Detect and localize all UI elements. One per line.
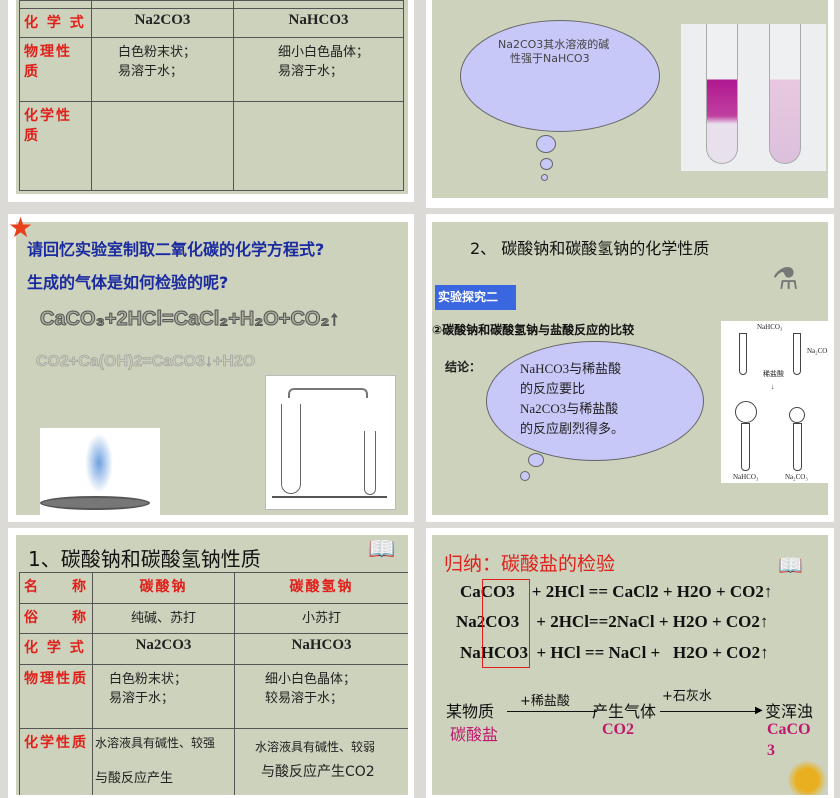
flow-label-2: CO2 [602, 721, 634, 738]
equation-na2co3: Na2CO3 + 2HCl==2NaCl + H2O + CO2↑ [456, 612, 769, 631]
flow-step-1: 某物质 [446, 702, 495, 721]
thought-bubble [536, 135, 556, 153]
conclusion-cloud [486, 341, 704, 461]
equation-caco3: CaCO₃+2HCl=CaCl₂+H₂O+CO₂↑ [39, 308, 340, 331]
row-label: 化学性质 [19, 728, 93, 795]
cell-line: 易溶于水； [118, 64, 184, 79]
flowers-decoration [787, 760, 827, 795]
conclusion-label: 结论： [445, 360, 482, 374]
row-label: 物理性质 [19, 664, 93, 729]
row-label: 俗 称 [19, 603, 93, 634]
test-tubes-photo [681, 24, 826, 171]
book-icon: 📖 [368, 537, 396, 562]
cell-line: 白色粉末状； [118, 45, 197, 60]
flow-arrow-1-label: +稀盐酸 [520, 694, 570, 709]
row-label: 化 学 式 [19, 8, 92, 38]
book-icon: 📖 [778, 553, 803, 577]
header-cell: 名 称 [19, 572, 93, 604]
flow-step-2: 产生气体 [592, 702, 657, 721]
experiment-subtitle: ②碳酸钠和碳酸氢钠与盐酸反应的比较 [432, 323, 635, 337]
slide-4[interactable]: 2、 碳酸钠和碳酸氢钠的化学性质 实验探究二 ②碳酸钠和碳酸氢钠与盐酸反应的比较… [426, 214, 834, 522]
cell: NaHCO3 [234, 633, 408, 665]
fountain-image [40, 428, 160, 515]
lab-equipment-icon: ⚗ [772, 262, 799, 297]
cell: Na2CO3 [91, 8, 234, 38]
flow-arrow-2 [660, 711, 760, 712]
cell: 小苏打 [234, 603, 408, 634]
cloud-text: Na2CO3其水溶液的碱性强于NaHCO3 [498, 38, 610, 65]
carbonate-highlight-box [482, 579, 530, 668]
thought-bubble [540, 158, 553, 170]
reaction-diagram: NaHCO₃ Na₂CO₃ 稀盐酸 ↓ NaHCO₃ Na₂CO₃ [721, 321, 828, 483]
slide-3[interactable]: 请回忆实验室制取二氧化碳的化学方程式? 生成的气体是如何检验的呢? CaCO₃+… [8, 214, 414, 522]
equation-nahco3: NaHCO3 + HCl == NaCl + H2O + CO2↑ [460, 643, 769, 662]
equation-limewater: CO2+Ca(OH)2=CaCO3↓+H2O [36, 353, 256, 371]
flow-arrow-2-label: +石灰水 [662, 689, 712, 704]
header-cell: 碳酸氢钠 [234, 572, 408, 604]
cell: Na2CO3 [92, 633, 235, 665]
apparatus-image [265, 375, 396, 510]
row-label: 物理性质 [19, 37, 92, 102]
thought-bubble [528, 453, 544, 467]
cell-line: 易溶于水； [278, 64, 344, 79]
equation-caco3: CaCO3 + 2HCl == CaCl2 + H2O + CO2↑ [460, 582, 773, 601]
thought-bubble [520, 471, 530, 481]
slide-title: 2、 碳酸钠和碳酸氢钠的化学性质 [470, 239, 710, 258]
cell: NaHCO3 [233, 8, 404, 38]
slide-2[interactable]: Na2CO3其水溶液的碱性强于NaHCO3 [426, 0, 834, 208]
star-icon: ★ [8, 211, 34, 244]
experiment-badge: 实验探究二 [435, 285, 516, 310]
slide-title: 归纳：碳酸盐的检验 [444, 553, 616, 575]
flow-arrow-1 [507, 711, 597, 712]
arrow-head: ▶ [755, 705, 763, 716]
question-2: 生成的气体是如何检验的呢? [27, 273, 229, 292]
slide-title: 1、碳酸钠和碳酸氢钠性质 [28, 547, 261, 571]
question-1: 请回忆实验室制取二氧化碳的化学方程式? [27, 240, 325, 259]
slide-5[interactable]: 1、碳酸钠和碳酸氢钠性质 📖 名 称碳酸钠碳酸氢钠 俗 称纯碱、苏打小苏打 化 … [8, 528, 414, 798]
thought-cloud [460, 20, 660, 132]
cell-line: 细小白色晶体； [278, 45, 370, 60]
row-label: 化 学 式 [19, 633, 93, 665]
header-cell: 碳酸钠 [92, 572, 235, 604]
row-label: 化学性质 [19, 101, 92, 191]
flow-label-1: 碳酸盐 [450, 725, 499, 744]
flow-step-3: 变浑浊 [765, 702, 814, 721]
cell: 纯碱、苏打 [92, 603, 235, 634]
slide-6[interactable]: 归纳：碳酸盐的检验 📖 CaCO3 + 2HCl == CaCl2 + H2O … [426, 528, 834, 798]
thought-bubble [541, 174, 548, 181]
